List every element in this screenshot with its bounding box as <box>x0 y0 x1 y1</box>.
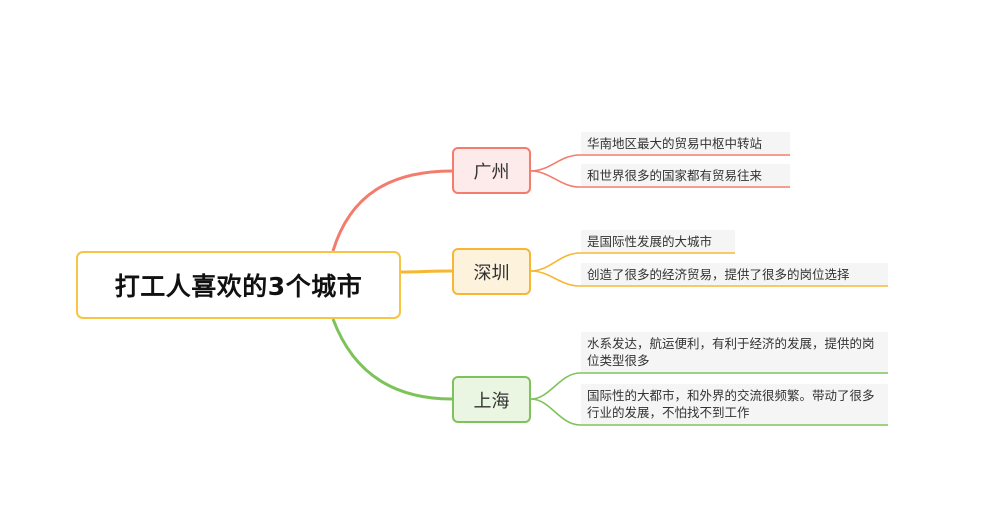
leaf-text: 华南地区最大的贸易中枢中转站 <box>587 136 763 151</box>
connector-shanghai-leaf-2 <box>530 398 888 426</box>
connector-shenzhen-leaf-1 <box>530 252 735 272</box>
leaf-guangzhou-2[interactable]: 和世界很多的国家都有贸易往来 <box>581 164 790 186</box>
connector-shanghai-leaf-1 <box>530 372 888 400</box>
root-topic-label: 打工人喜欢的3个城市 <box>114 272 363 301</box>
branch-shanghai[interactable]: 上海 <box>452 376 531 423</box>
connector-guangzhou-leaf-2 <box>530 170 790 188</box>
leaf-text: 是国际性发展的大城市 <box>587 234 713 249</box>
connector-shenzhen-leaf-2 <box>530 270 888 287</box>
leaf-shenzhen-1[interactable]: 是国际性发展的大城市 <box>581 230 735 252</box>
leaf-shanghai-1[interactable]: 水系发达，航运便利，有利于经济的发展，提供的岗位类型很多 <box>581 332 888 372</box>
branch-shenzhen-label: 深圳 <box>473 262 510 284</box>
leaf-guangzhou-1[interactable]: 华南地区最大的贸易中枢中转站 <box>581 132 790 154</box>
leaf-text: 创造了很多的经济贸易，提供了很多的岗位选择 <box>587 267 850 282</box>
branch-guangzhou-label: 广州 <box>473 161 510 183</box>
leaf-shenzhen-2[interactable]: 创造了很多的经济贸易，提供了很多的岗位选择 <box>581 263 888 285</box>
leaf-text: 水系发达，航运便利，有利于经济的发展，提供的岗位类型很多 <box>587 336 875 368</box>
leaf-text: 国际性的大都市，和外界的交流很频繁。带动了很多行业的发展，不怕找不到工作 <box>587 388 875 420</box>
branch-guangzhou[interactable]: 广州 <box>452 147 531 194</box>
leaf-text: 和世界很多的国家都有贸易往来 <box>587 168 763 183</box>
root-topic[interactable]: 打工人喜欢的3个城市 <box>76 251 401 319</box>
branch-shenzhen[interactable]: 深圳 <box>452 248 531 295</box>
connector-root-shenzhen <box>400 269 453 274</box>
connector-root-guangzhou <box>331 169 453 252</box>
connector-root-shanghai <box>331 318 453 401</box>
branch-shanghai-label: 上海 <box>473 390 510 412</box>
connector-guangzhou-leaf-1 <box>530 154 790 172</box>
leaf-shanghai-2[interactable]: 国际性的大都市，和外界的交流很频繁。带动了很多行业的发展，不怕找不到工作 <box>581 384 888 424</box>
